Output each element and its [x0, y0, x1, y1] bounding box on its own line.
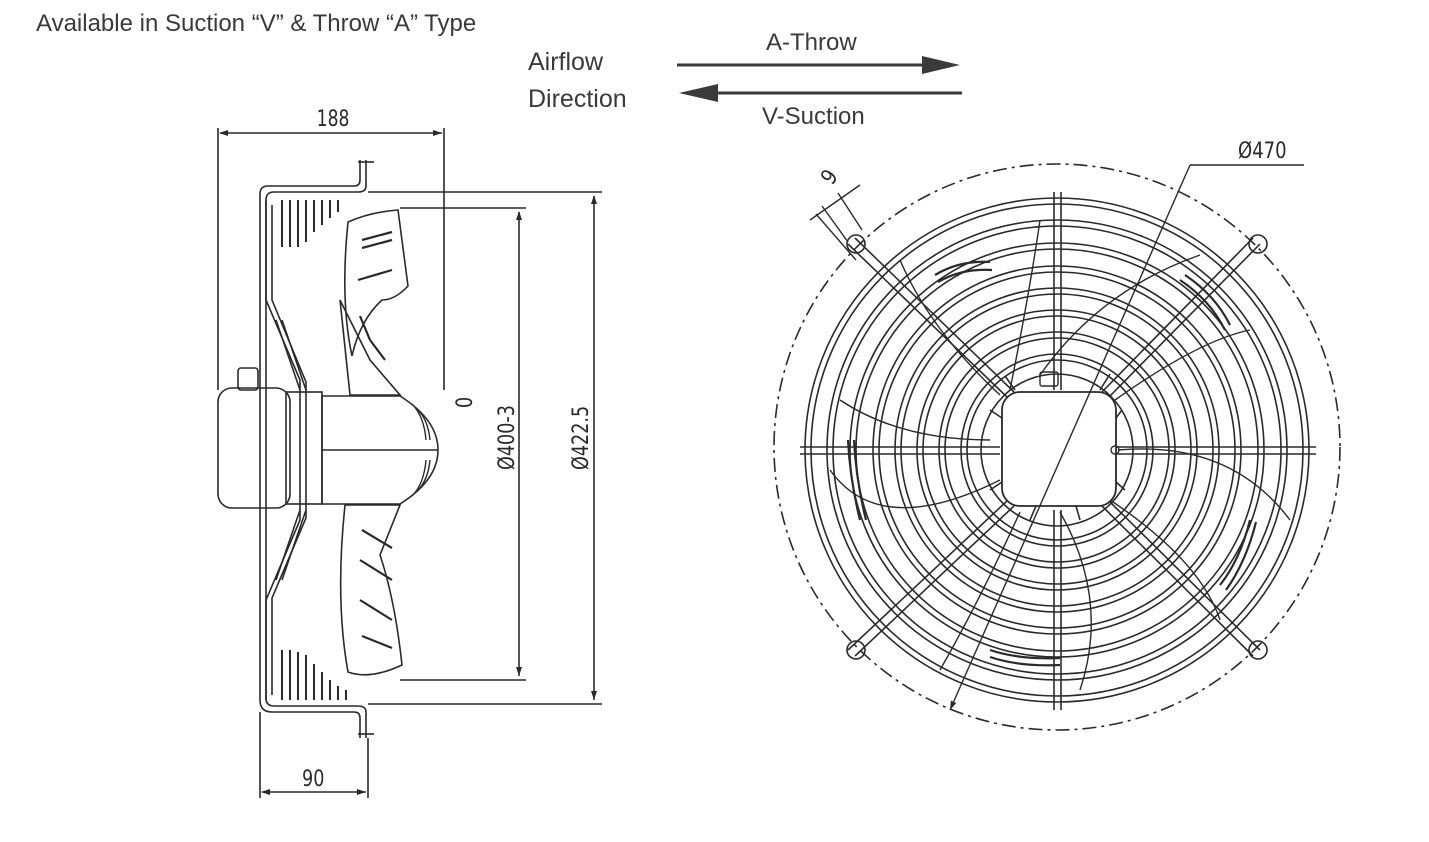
outer-mount-circle — [773, 163, 1341, 731]
hole-dimension-leader — [809, 184, 863, 261]
side-view: 188 — [217, 106, 602, 798]
hole-dim-value: 9 — [815, 165, 843, 190]
grille-fins-top — [281, 200, 339, 247]
blade-lower — [339, 504, 403, 676]
frame-dimension — [368, 191, 602, 705]
frame-dim-value: Ø422.5 — [568, 406, 593, 470]
motor-body — [217, 387, 291, 509]
motor-junction-box — [1001, 391, 1117, 507]
mount-dimension — [259, 712, 369, 798]
depth-dim-value: 188 — [317, 106, 350, 132]
availability-note: Available in Suction “V” & Throw “A” Typ… — [36, 10, 477, 37]
outer-diameter-leader — [949, 164, 1304, 711]
front-view — [773, 163, 1341, 731]
blade-dim-line1: 0 — [452, 397, 477, 408]
frame-outline — [259, 160, 361, 738]
depth-dimension: 188 — [217, 106, 445, 390]
airflow-label-line2: Direction — [528, 85, 627, 113]
mount-dim-value: 90 — [302, 766, 324, 791]
v-suction-label: V-Suction — [762, 103, 865, 130]
airflow-arrows — [677, 56, 962, 102]
blade-curves — [829, 219, 1291, 691]
blade-upper — [344, 209, 409, 357]
blade-dim-line2: Ø400-3 — [494, 405, 519, 470]
grille-fins-bottom — [281, 650, 347, 700]
guard-rings — [804, 197, 1310, 703]
front-view-labels: Ø470 9 — [815, 137, 1286, 189]
side-view-labels: 90 0 Ø400-3 Ø422.5 — [302, 397, 594, 792]
airflow-label-line1: Airflow — [528, 48, 604, 76]
a-throw-arrowhead — [922, 56, 960, 74]
blade-dimension — [400, 207, 526, 681]
outer-dim-value: Ø470 — [1238, 137, 1287, 163]
v-suction-arrowhead — [679, 84, 718, 102]
airflow-direction-label: Airflow Direction — [528, 44, 627, 118]
a-throw-label: A-Throw — [766, 29, 857, 56]
